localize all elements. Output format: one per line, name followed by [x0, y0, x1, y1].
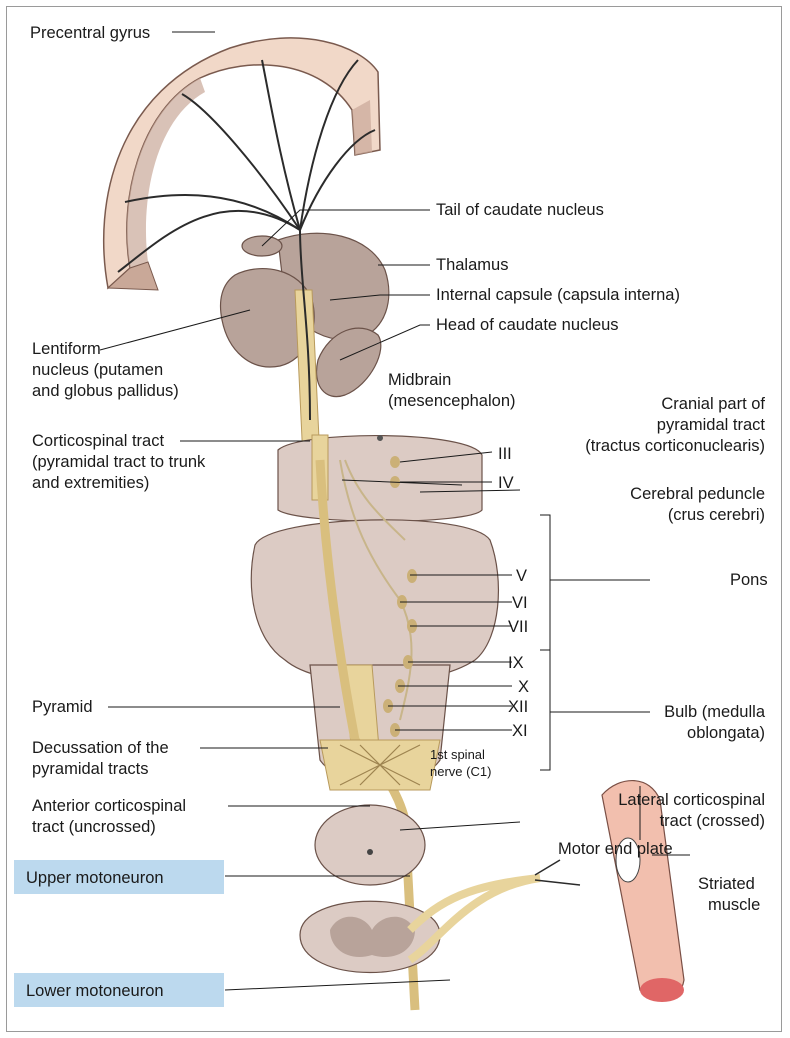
bulb-bracket — [540, 650, 560, 770]
label-lentiform-2: nucleus (putamen — [32, 361, 163, 379]
label-corticospinal-1: Corticospinal tract — [32, 432, 164, 450]
label-cn-X: X — [518, 678, 529, 696]
label-striated-muscle-1: Striated — [698, 875, 755, 893]
label-corticospinal-2: (pyramidal tract to trunk — [32, 453, 206, 471]
label-tail-caudate: Tail of caudate nucleus — [436, 201, 604, 219]
label-striated-muscle-2: muscle — [708, 896, 760, 914]
label-lateral-cst-1: Lateral corticospinal — [618, 791, 765, 809]
label-pyramid: Pyramid — [32, 698, 93, 716]
pons-bracket — [540, 515, 560, 650]
label-first-spinal-2: nerve (C1) — [430, 764, 491, 779]
label-cn-XI: XI — [512, 722, 528, 740]
label-corticospinal-3: and extremities) — [32, 474, 149, 492]
label-cn-V: V — [516, 567, 527, 585]
label-cranial-part-1: Cranial part of — [661, 395, 765, 413]
label-midbrain-2: (mesencephalon) — [388, 392, 516, 410]
label-anterior-cst-2: tract (uncrossed) — [32, 818, 156, 836]
label-pons: Pons — [730, 571, 768, 589]
decussation-shape — [320, 740, 440, 790]
pons-shape — [251, 520, 498, 683]
label-anterior-cst-1: Anterior corticospinal — [32, 797, 186, 815]
label-first-spinal-1: 1st spinal — [430, 747, 485, 762]
spinal-cord-lower-section — [300, 901, 440, 972]
label-cranial-part-2: pyramidal tract — [657, 416, 766, 434]
label-lentiform-1: Lentiform — [32, 340, 101, 358]
label-cn-VII: VII — [508, 618, 528, 636]
label-cerebral-peduncle-2: (crus cerebri) — [668, 506, 765, 524]
label-cn-XII: XII — [508, 698, 528, 716]
label-internal-capsule: Internal capsule (capsula interna) — [436, 286, 680, 304]
label-cn-IX: IX — [508, 654, 524, 672]
label-head-caudate: Head of caudate nucleus — [436, 316, 619, 334]
label-lentiform-3: and globus pallidus) — [32, 382, 179, 400]
label-cn-VI: VI — [512, 594, 528, 612]
label-bulb-2: oblongata) — [687, 724, 765, 742]
label-cn-IV: IV — [498, 474, 514, 492]
label-lower-motoneuron: Lower motoneuron — [26, 982, 164, 1000]
label-cranial-part-3: (tractus corticonuclearis) — [585, 437, 765, 455]
label-upper-motoneuron: Upper motoneuron — [26, 869, 164, 887]
label-bulb-1: Bulb (medulla — [664, 703, 766, 721]
label-motor-end-plate: Motor end plate — [558, 840, 673, 858]
label-thalamus: Thalamus — [436, 256, 508, 274]
label-midbrain-1: Midbrain — [388, 371, 451, 389]
label-decussation-2: pyramidal tracts — [32, 760, 148, 778]
label-precentral-gyrus: Precentral gyrus — [30, 24, 150, 42]
label-decussation-1: Decussation of the — [32, 739, 169, 757]
label-lateral-cst-2: tract (crossed) — [660, 812, 765, 830]
midbrain-shape — [278, 435, 482, 521]
head-caudate-shape — [317, 328, 381, 396]
label-cerebral-peduncle-1: Cerebral peduncle — [630, 485, 765, 503]
label-cn-III: III — [498, 445, 512, 463]
spinal-cord-upper-section — [315, 805, 425, 885]
